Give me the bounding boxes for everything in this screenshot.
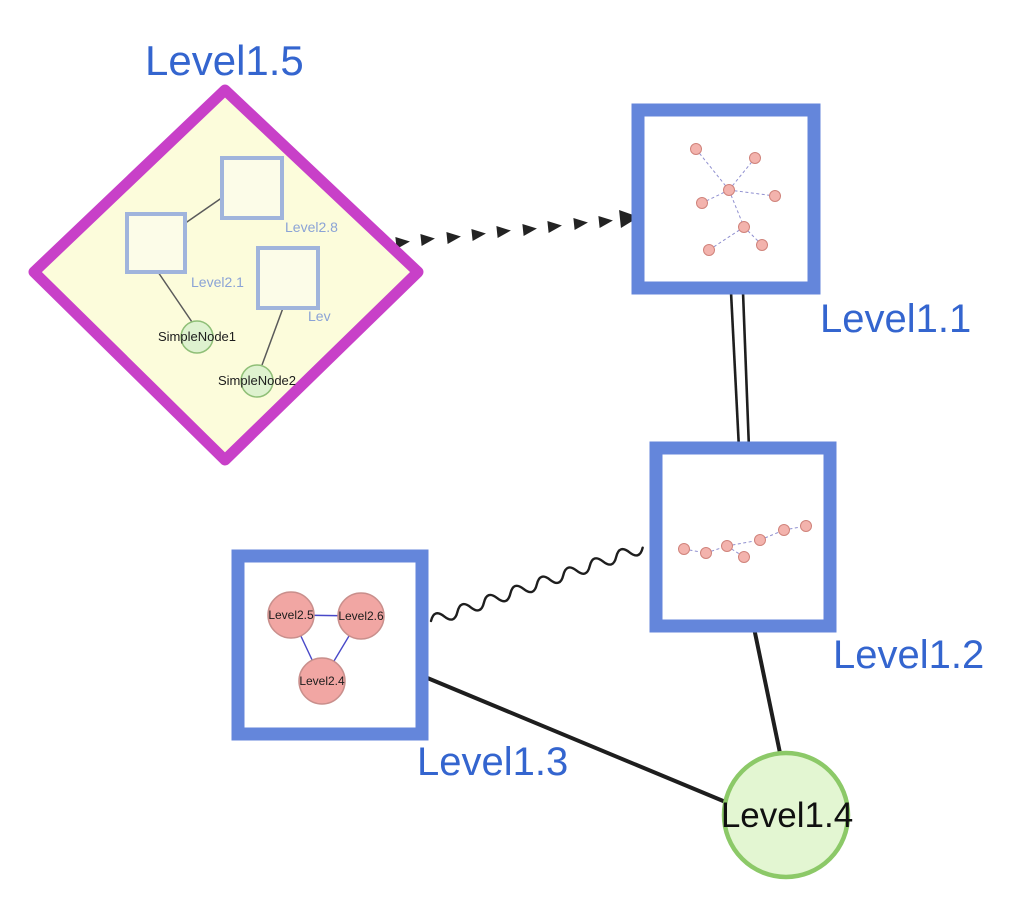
node-level21-square[interactable] — [125, 212, 187, 274]
mini-node[interactable] — [769, 190, 781, 202]
node-level25-label: Level2.5 — [268, 608, 314, 622]
arrow-dash — [573, 216, 589, 230]
arrow-dash — [471, 227, 487, 241]
arrow-dash — [522, 222, 538, 236]
node-simplenode2-label: SimpleNode2 — [218, 373, 296, 388]
arrow-dash — [446, 230, 462, 244]
node-level11-label: Level1.1 — [820, 297, 971, 341]
mini-node[interactable] — [721, 540, 733, 552]
node-level12-label: Level1.2 — [833, 633, 984, 677]
mini-node[interactable] — [754, 534, 766, 546]
arrow-dash — [496, 224, 512, 238]
edge-level13-to-level12-wavy[interactable] — [429, 543, 644, 627]
node-level24-circle[interactable] — [298, 657, 346, 705]
node-level14-label: Level1.4 — [721, 796, 853, 835]
mini-node[interactable] — [703, 244, 715, 256]
node-simplenode1-label: SimpleNode1 — [158, 329, 236, 344]
inner-edge-lev-simplenode2[interactable] — [261, 307, 284, 366]
group-node-level14[interactable]: Level1.4 — [721, 750, 853, 880]
edge-line — [741, 291, 751, 450]
node-lev-label: Lev — [308, 308, 331, 324]
inner-edge-level21-simplenode1[interactable] — [157, 271, 193, 323]
arrow-dash — [547, 219, 563, 233]
mini-edge — [708, 226, 745, 251]
group-node-level12[interactable] — [649, 441, 837, 633]
group-node-level15[interactable]: Level2.8 Level2.1 Lev SimpleNode1 Simple… — [28, 84, 424, 466]
arrowhead-icon — [619, 210, 639, 228]
edge-line — [752, 626, 782, 755]
mini-node[interactable] — [700, 547, 712, 559]
node-level28-label: Level2.8 — [285, 219, 338, 235]
edge-line — [729, 291, 741, 450]
edge-level13-to-level14[interactable] — [423, 675, 730, 805]
mini-edge — [728, 189, 745, 228]
edge-level11-to-level12-double[interactable] — [729, 291, 751, 450]
edge-line — [423, 675, 730, 805]
mini-node[interactable] — [738, 551, 750, 563]
mini-node[interactable] — [778, 524, 790, 536]
mini-node[interactable] — [749, 152, 761, 164]
node-level13-label: Level1.3 — [417, 740, 568, 784]
mini-node[interactable] — [756, 239, 768, 251]
mini-edge — [728, 157, 756, 191]
node-level14-circle[interactable] — [721, 750, 851, 880]
node-level25-circle[interactable] — [267, 591, 315, 639]
edge-level15-to-level11-dashed-arrow[interactable] — [395, 208, 639, 249]
mini-node[interactable] — [678, 543, 690, 555]
edge-level12-to-level14[interactable] — [752, 626, 782, 755]
level15-diamond-shape[interactable] — [28, 84, 424, 466]
group-node-level13[interactable]: Level2.5 Level2.6 Level2.4 — [231, 549, 429, 741]
arrow-dash — [420, 232, 436, 246]
arrow-dash — [598, 214, 614, 228]
mini-node[interactable] — [738, 221, 750, 233]
mini-edge — [759, 529, 785, 541]
mini-node[interactable] — [800, 520, 812, 532]
node-level12-box[interactable] — [649, 441, 837, 633]
node-level24-label: Level2.4 — [299, 674, 345, 688]
mini-node[interactable] — [723, 184, 735, 196]
mini-node[interactable] — [690, 143, 702, 155]
node-level26-circle[interactable] — [337, 592, 385, 640]
node-level28-square[interactable] — [220, 156, 284, 220]
node-level13-box[interactable] — [231, 549, 429, 741]
node-lev-square[interactable] — [256, 246, 320, 310]
group-node-level11[interactable] — [631, 103, 821, 295]
mini-edge — [743, 226, 763, 246]
node-simplenode2-circle[interactable] — [240, 364, 274, 398]
node-level11-box[interactable] — [631, 103, 821, 295]
node-level21-label: Level2.1 — [191, 274, 244, 290]
edge-wave-path — [429, 546, 644, 623]
node-simplenode1-circle[interactable] — [180, 320, 214, 354]
node-level15-label: Level1.5 — [145, 37, 304, 84]
mini-edge — [728, 189, 776, 197]
inner-edge-level28-level21[interactable] — [183, 196, 224, 225]
mini-node[interactable] — [696, 197, 708, 209]
node-level26-label: Level2.6 — [338, 609, 384, 623]
